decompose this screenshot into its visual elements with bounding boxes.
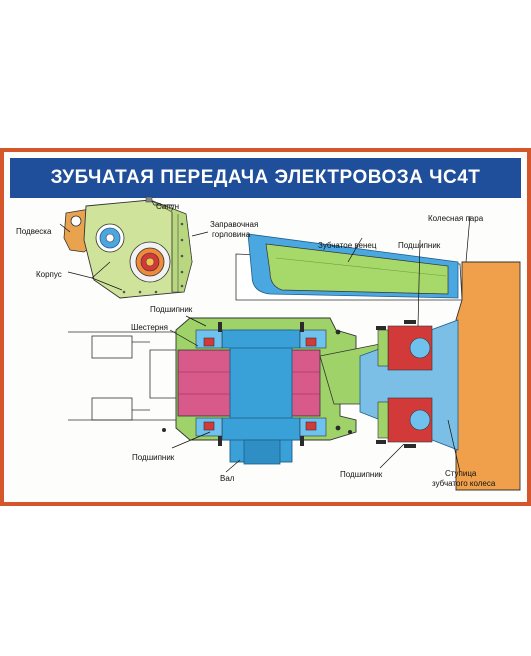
- leader-lines: [59, 200, 471, 473]
- label-kolesnaya-para: Колесная пара: [428, 214, 484, 223]
- page-title: ЗУБЧАТАЯ ПЕРЕДАЧА ЭЛЕКТРОВОЗА ЧС4Т: [50, 167, 481, 188]
- label-korpus: Корпус: [36, 270, 62, 279]
- label-podshipnik-bottom-right: Подшипник: [340, 470, 383, 479]
- labels: Сапун Заправочная горловина Подвеска Кор…: [16, 202, 496, 488]
- label-shesternya: Шестерня: [131, 323, 168, 332]
- label-val: Вал: [220, 474, 235, 483]
- housing-view: [63, 196, 193, 299]
- label-sapun: Сапун: [156, 202, 179, 211]
- gearbox-section: [162, 317, 459, 465]
- label-podshipnik-top-right: Подшипник: [398, 241, 441, 250]
- label-podshipnik-top-left: Подшипник: [150, 305, 193, 314]
- label-podveska: Подвеска: [16, 227, 52, 236]
- title-bar: ЗУБЧАТАЯ ПЕРЕДАЧА ЭЛЕКТРОВОЗА ЧС4Т: [10, 158, 521, 198]
- label-gorlovina: горловина: [212, 230, 251, 239]
- label-podshipnik-bottom-left: Подшипник: [132, 453, 175, 462]
- label-zapravochnaya: Заправочная: [210, 220, 258, 229]
- label-stupica-2: зубчатого колеса: [432, 479, 496, 488]
- frame-outline: [68, 331, 179, 421]
- label-stupica-1: Ступица: [445, 469, 477, 478]
- wheel-set: [235, 233, 521, 491]
- label-zubchatoe-venec: Зубчатое венец: [318, 241, 377, 250]
